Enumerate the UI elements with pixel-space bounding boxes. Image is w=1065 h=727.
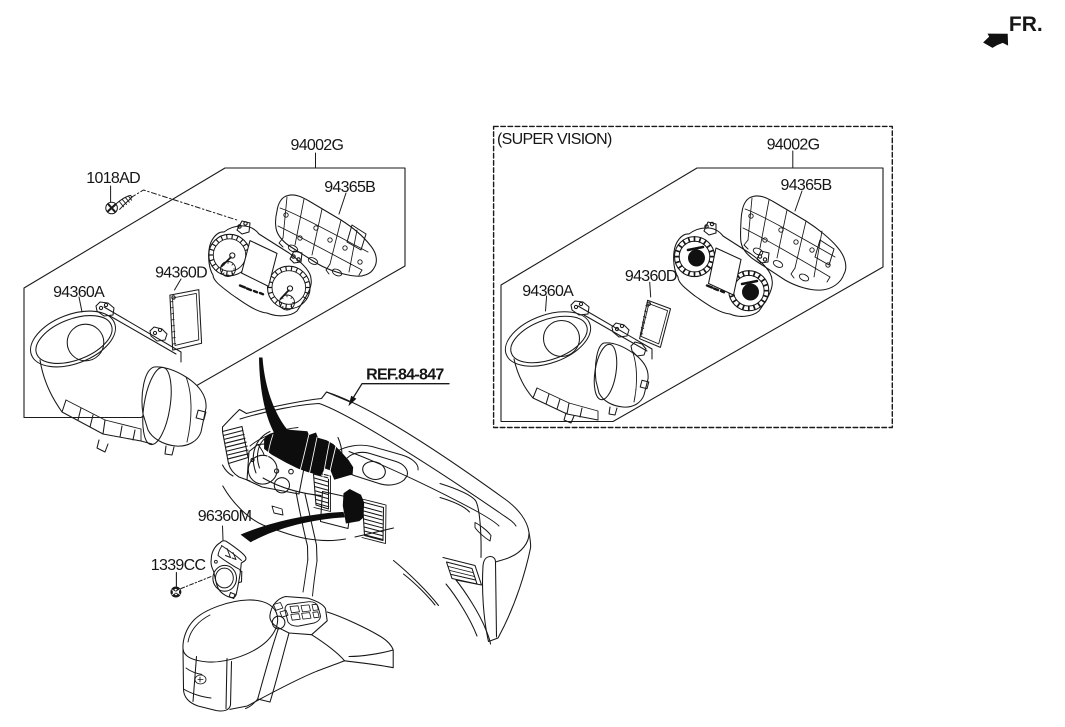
svg-text:(SUPER VISION): (SUPER VISION): [497, 131, 612, 148]
svg-text:94365B: 94365B: [324, 179, 375, 196]
svg-text:94360D: 94360D: [155, 265, 207, 282]
svg-text:94365B: 94365B: [781, 177, 832, 194]
svg-text:94360A: 94360A: [522, 283, 574, 300]
svg-text:96360M: 96360M: [198, 508, 252, 525]
svg-text:1339CC: 1339CC: [151, 557, 206, 574]
svg-text:FR.: FR.: [1009, 13, 1043, 36]
svg-text:REF.84-847: REF.84-847: [366, 367, 444, 384]
svg-text:94002G: 94002G: [767, 137, 820, 154]
svg-text:1018AD: 1018AD: [86, 170, 140, 187]
svg-text:94002G: 94002G: [291, 137, 344, 154]
svg-text:94360D: 94360D: [625, 268, 677, 285]
svg-text:94360A: 94360A: [53, 284, 105, 301]
